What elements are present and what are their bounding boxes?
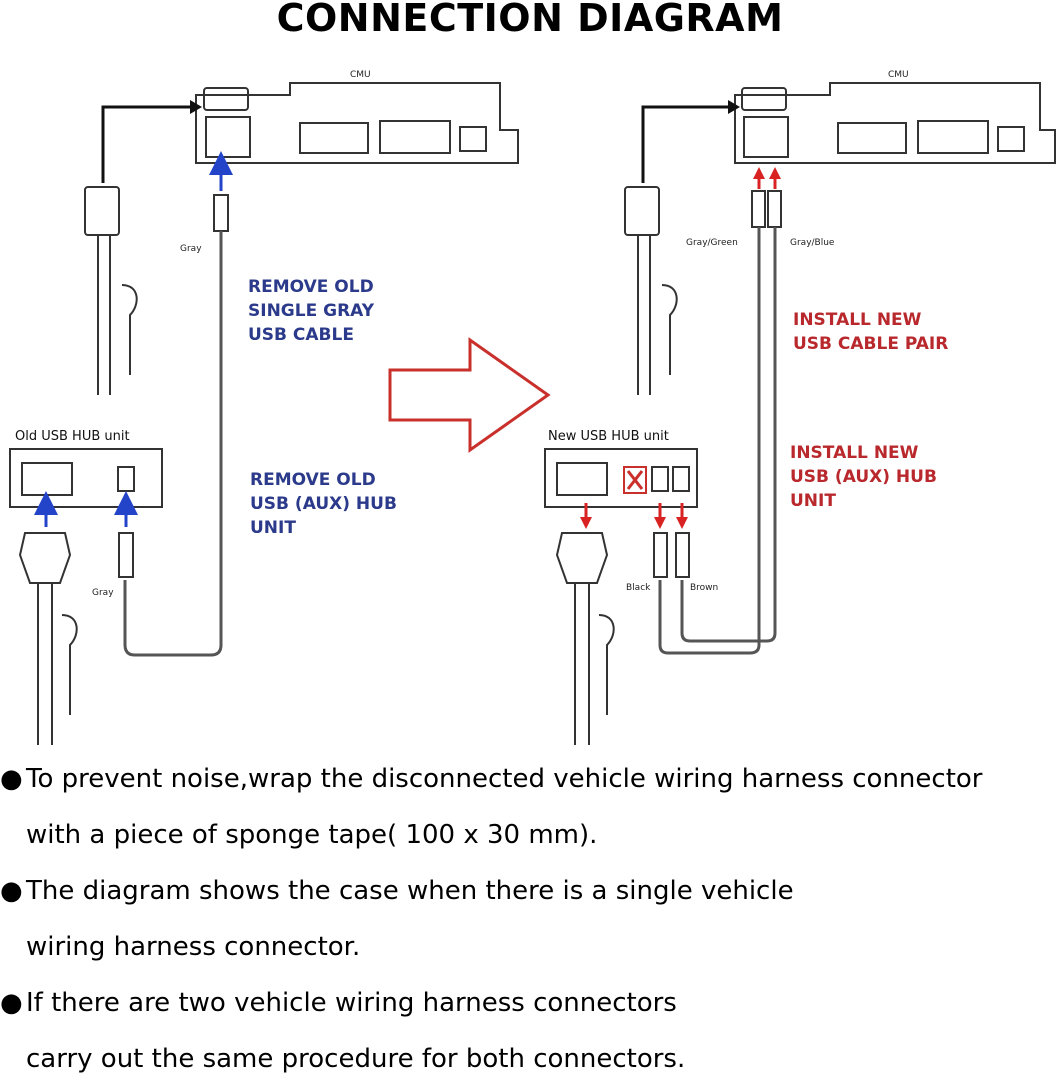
svg-text:INSTALL NEW: INSTALL NEW bbox=[793, 310, 922, 330]
gray-blue-label: Gray/Blue bbox=[790, 238, 835, 248]
gray-green-label: Gray/Green bbox=[686, 238, 738, 248]
svg-text:UNIT: UNIT bbox=[790, 491, 836, 511]
svg-text:REMOVE OLD: REMOVE OLD bbox=[248, 277, 374, 297]
old-usb-hub-unit bbox=[9, 448, 163, 508]
note-3-line-1: ●If there are two vehicle wiring harness… bbox=[0, 988, 677, 1018]
harness-connector-left-bottom bbox=[18, 532, 78, 745]
svg-text:USB CABLE PAIR: USB CABLE PAIR bbox=[793, 334, 948, 354]
harness-connector-left-top bbox=[84, 186, 138, 395]
svg-text:REMOVE OLD: REMOVE OLD bbox=[250, 470, 376, 490]
note-1-line-1: ●To prevent noise,wrap the disconnected … bbox=[0, 764, 983, 794]
new-usb-hub-unit bbox=[544, 448, 698, 508]
old-hub-label: Old USB HUB unit bbox=[15, 429, 130, 444]
usb-cable-pair bbox=[658, 190, 782, 655]
instruction-install-cable: INSTALL NEW USB CABLE PAIR bbox=[793, 310, 948, 354]
harness-connector-right-bottom bbox=[555, 532, 615, 745]
note-2-line-1: ●The diagram shows the case when there i… bbox=[0, 876, 794, 906]
bullet-icon: ● bbox=[0, 764, 23, 794]
gray-usb-cable-left bbox=[123, 194, 229, 657]
blocked-port-icon bbox=[623, 466, 647, 494]
note-3-line-2: carry out the same procedure for both co… bbox=[26, 1044, 686, 1074]
bullet-icon: ● bbox=[0, 876, 23, 906]
svg-text:SINGLE GRAY: SINGLE GRAY bbox=[248, 301, 375, 321]
note-1-line-2: with a piece of sponge tape( 100 x 30 mm… bbox=[26, 820, 598, 850]
pointer-arrow-left bbox=[101, 105, 190, 183]
instruction-remove-cable: REMOVE OLD SINGLE GRAY USB CABLE bbox=[248, 277, 375, 345]
instruction-install-hub: INSTALL NEW USB (AUX) HUB UNIT bbox=[790, 443, 937, 511]
instruction-remove-hub: REMOVE OLD USB (AUX) HUB UNIT bbox=[250, 470, 397, 538]
pointer-arrow-right bbox=[641, 105, 728, 183]
svg-text:USB CABLE: USB CABLE bbox=[248, 325, 354, 345]
note-2-line-2: wiring harness connector. bbox=[26, 932, 361, 962]
cmu-label-left: CMU bbox=[350, 70, 371, 80]
black-cable-label: Black bbox=[626, 583, 651, 593]
cmu-unit-left bbox=[195, 82, 519, 164]
svg-text:USB (AUX) HUB: USB (AUX) HUB bbox=[250, 494, 397, 514]
gray-cable-label: Gray bbox=[180, 244, 202, 254]
cmu-unit-right bbox=[734, 82, 1056, 164]
brown-cable-label: Brown bbox=[690, 583, 718, 593]
left-panel: CMU Gray Old USB HUB unit Gray bbox=[9, 70, 519, 745]
svg-text:INSTALL NEW: INSTALL NEW bbox=[790, 443, 919, 463]
harness-connector-right-top bbox=[624, 186, 678, 395]
gray-hub-cable-label: Gray bbox=[92, 588, 114, 598]
page-title: CONNECTION DIAGRAM bbox=[276, 0, 784, 40]
right-panel: CMU Gray/Green Gray/Blue New USB HUB uni… bbox=[544, 70, 1056, 745]
svg-text:UNIT: UNIT bbox=[250, 518, 296, 538]
svg-text:USB (AUX) HUB: USB (AUX) HUB bbox=[790, 467, 937, 487]
new-hub-label: New USB HUB unit bbox=[548, 429, 669, 444]
transition-arrow bbox=[388, 337, 551, 453]
bullet-icon: ● bbox=[0, 988, 23, 1018]
cmu-label-right: CMU bbox=[888, 70, 909, 80]
connection-diagram: CMU Gray Old USB HUB unit Gray bbox=[9, 70, 1056, 745]
